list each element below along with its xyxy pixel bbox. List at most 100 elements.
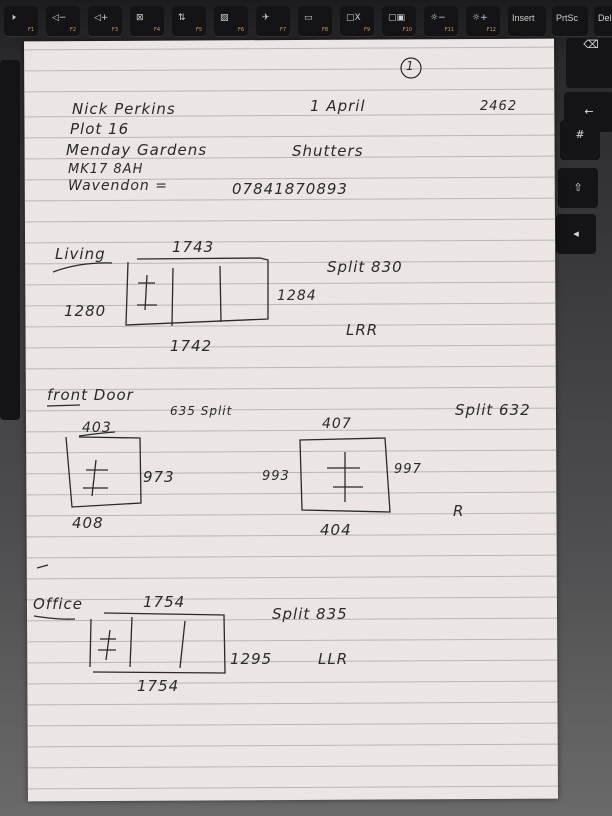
front-left-split: 635 Split bbox=[170, 404, 233, 418]
fn-label: F2 bbox=[69, 27, 76, 33]
key-f4[interactable]: ⊠ F4 bbox=[130, 6, 164, 36]
office-bottom: 1754 bbox=[137, 677, 180, 695]
right-top: 407 bbox=[322, 416, 352, 432]
fn-label: F6 bbox=[237, 27, 244, 33]
ref-number: 2462 bbox=[480, 99, 518, 114]
living-bottom: 1742 bbox=[170, 337, 213, 355]
product: Shutters bbox=[292, 142, 364, 160]
key-f3[interactable]: ◁+F3 bbox=[88, 6, 122, 36]
office-split: Split 835 bbox=[272, 605, 348, 623]
right-config: R bbox=[453, 502, 465, 520]
fn-label: F5 bbox=[195, 27, 202, 33]
volume-up-icon: ◁+ bbox=[94, 13, 109, 23]
mute-icon: 🕨 bbox=[10, 13, 16, 23]
right-left: 993 bbox=[262, 469, 290, 484]
backspace-key[interactable]: ⌫ bbox=[566, 38, 612, 88]
project-icon: ▢▣ bbox=[388, 13, 406, 23]
insert-key[interactable]: Insert bbox=[508, 6, 546, 36]
key-f12[interactable]: ☼+ F12 bbox=[466, 6, 500, 36]
volume-down-icon: ◁− bbox=[52, 13, 67, 23]
brightness-down-icon: ☼− bbox=[430, 13, 446, 23]
hash-key[interactable]: # bbox=[560, 120, 600, 160]
office-window-frame bbox=[92, 612, 226, 674]
tick: ✓ bbox=[36, 556, 45, 567]
left-keys bbox=[0, 60, 20, 420]
mic-mute-icon: ⊠ bbox=[136, 13, 144, 23]
arrow-left-icon: ◂ bbox=[573, 227, 579, 240]
left-right: 973 bbox=[143, 468, 175, 486]
office-config: LLR bbox=[318, 650, 349, 668]
fn-label: F9 bbox=[363, 27, 370, 33]
town: Wavendon = bbox=[68, 178, 168, 194]
living-right: 1284 bbox=[277, 288, 317, 304]
airplane-icon: ✈ bbox=[262, 13, 270, 23]
living-split: Split 830 bbox=[327, 258, 403, 276]
living-window-frame bbox=[125, 257, 269, 326]
living-left: 1280 bbox=[64, 302, 107, 320]
right-bottom: 404 bbox=[320, 521, 352, 539]
front-right-split: Split 632 bbox=[455, 401, 531, 419]
arrow-left-key[interactable]: ◂ bbox=[556, 214, 596, 254]
delete-key[interactable]: Dele bbox=[594, 6, 612, 36]
front-left-frame bbox=[65, 436, 142, 508]
postcode: MK17 8AH bbox=[68, 162, 144, 177]
refresh-icon: ⇅ bbox=[178, 13, 186, 23]
shift-icon: ⇧ bbox=[573, 181, 583, 194]
tick-mark bbox=[36, 564, 49, 569]
key-f11[interactable]: ☼− F11 bbox=[424, 6, 458, 36]
enter-arrow-icon: ← bbox=[584, 105, 594, 118]
left-top-underline bbox=[78, 431, 116, 437]
living-divider bbox=[219, 265, 222, 323]
living-top: 1743 bbox=[172, 238, 215, 256]
office-title: Office bbox=[33, 595, 84, 613]
street: Menday Gardens bbox=[66, 141, 208, 159]
left-bottom: 408 bbox=[72, 514, 104, 532]
key-f10[interactable]: ▢▣ F10 bbox=[382, 6, 416, 36]
office-left-edge bbox=[89, 618, 92, 668]
office-divider bbox=[179, 620, 186, 669]
page-number: 1 bbox=[406, 59, 415, 73]
customer-name: Nick Perkins bbox=[72, 100, 176, 118]
office-top: 1754 bbox=[143, 593, 186, 611]
date: 1 April bbox=[310, 97, 366, 115]
office-right: 1295 bbox=[230, 650, 273, 668]
key-f1[interactable]: 🕨 F1 bbox=[4, 6, 38, 36]
page-number-circle bbox=[400, 57, 422, 79]
touchpad-icon: ▨ bbox=[220, 13, 229, 23]
living-underline bbox=[52, 262, 113, 273]
office-t-mark bbox=[105, 629, 111, 661]
phone: 07841870893 bbox=[232, 180, 348, 198]
living-title: Living bbox=[55, 245, 106, 263]
living-config: LRR bbox=[346, 321, 379, 339]
fn-label: F4 bbox=[153, 27, 160, 33]
right-right: 997 bbox=[394, 462, 422, 477]
fn-label: F7 bbox=[279, 27, 286, 33]
display-off-icon: ▢X bbox=[346, 13, 361, 23]
left-top: 403 bbox=[82, 420, 112, 436]
living-divider bbox=[171, 267, 174, 327]
fn-label: F1 bbox=[27, 27, 34, 33]
prtsc-key[interactable]: PrtSc bbox=[552, 6, 588, 36]
living-t-mark bbox=[144, 274, 148, 311]
fn-label: F12 bbox=[486, 27, 496, 33]
backspace-icon: ⌫ bbox=[583, 38, 599, 51]
fn-label: F10 bbox=[402, 27, 412, 33]
front-right-frame bbox=[299, 437, 391, 513]
key-f5[interactable]: ⇅ F5 bbox=[172, 6, 206, 36]
key-f6[interactable]: ▨ F6 bbox=[214, 6, 248, 36]
fn-label: F3 bbox=[111, 27, 118, 33]
fn-label: F11 bbox=[444, 27, 454, 33]
key-f7[interactable]: ✈ F7 bbox=[256, 6, 290, 36]
key-f2[interactable]: ◁−F2 bbox=[46, 6, 80, 36]
plot: Plot 16 bbox=[70, 120, 130, 138]
front-underline bbox=[46, 404, 81, 407]
key-f8[interactable]: ▭F8 bbox=[298, 6, 332, 36]
shift-key[interactable]: ⇧ bbox=[558, 168, 598, 208]
brightness-up-icon: ☼+ bbox=[472, 13, 488, 23]
office-underline bbox=[33, 615, 76, 620]
office-divider bbox=[129, 616, 133, 668]
left-t-mark bbox=[91, 459, 97, 497]
